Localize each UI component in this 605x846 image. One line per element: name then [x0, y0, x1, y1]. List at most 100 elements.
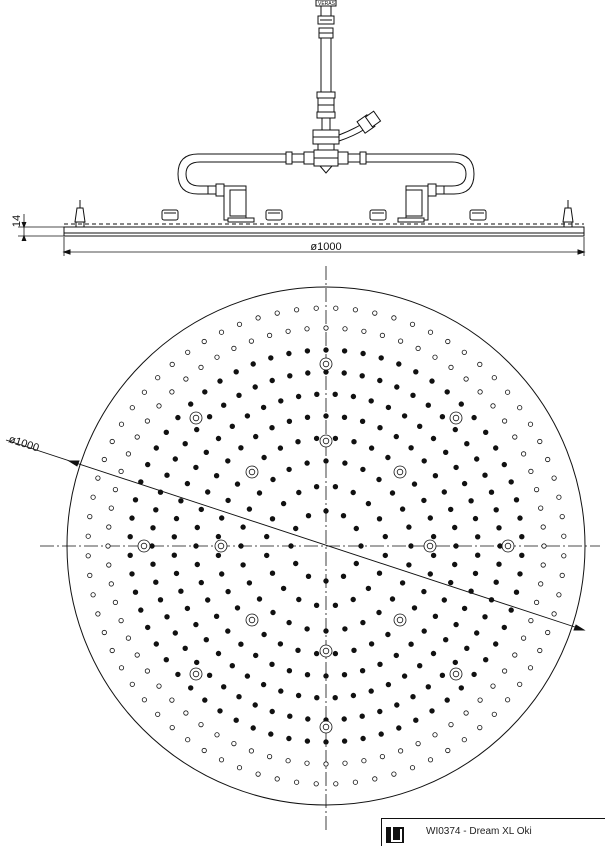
nozzle: [225, 458, 231, 464]
nozzle: [323, 347, 329, 353]
nozzle: [202, 697, 208, 703]
nozzle: [213, 473, 220, 479]
nozzle-open: [379, 753, 385, 760]
nozzle: [268, 731, 274, 737]
nozzle-open: [463, 376, 469, 382]
nozzle: [296, 489, 302, 496]
nozzle: [493, 445, 499, 451]
nozzle-open: [218, 329, 225, 335]
nozzle-open: [90, 494, 96, 500]
nozzle: [332, 484, 339, 490]
nozzle: [187, 401, 194, 407]
nozzle-open: [561, 553, 567, 559]
nozzle-open: [538, 581, 544, 587]
nozzle: [202, 389, 208, 395]
nozzle-open: [432, 354, 438, 360]
nozzle: [252, 652, 259, 659]
nozzle: [441, 597, 447, 603]
nozzle-open: [248, 748, 254, 754]
nozzle: [323, 739, 329, 745]
nozzle-open: [236, 321, 243, 327]
nozzle-open: [125, 451, 131, 457]
nozzle: [244, 413, 251, 419]
nozzle-open: [477, 697, 483, 703]
nozzle: [193, 426, 200, 433]
nozzle: [453, 464, 459, 471]
diameter-dimension: [5, 439, 586, 631]
nozzle: [341, 716, 347, 722]
nozzle-open: [112, 599, 119, 606]
nozzle: [493, 507, 499, 513]
nozzle: [385, 681, 392, 688]
nozzle: [513, 589, 520, 595]
left-connector: [285, 151, 315, 165]
nozzle: [238, 445, 244, 451]
nozzle-open: [108, 581, 114, 587]
nozzle: [439, 672, 446, 678]
tee-valve: [313, 143, 339, 174]
nozzle-open: [551, 611, 557, 617]
nozzle-open: [101, 629, 107, 636]
nozzle-open: [391, 315, 397, 321]
nozzle: [359, 418, 366, 424]
nozzle-open: [415, 740, 421, 747]
nozzle: [287, 713, 293, 719]
nozzle: [417, 663, 423, 669]
nozzle-open: [397, 748, 404, 754]
nozzle: [277, 641, 284, 647]
nozzle-open: [520, 635, 527, 641]
nozzle: [164, 472, 170, 478]
nozzle: [332, 650, 339, 657]
nozzle: [408, 445, 414, 451]
nozzle-open: [559, 572, 565, 579]
nozzle: [393, 433, 399, 440]
nozzle: [304, 672, 311, 678]
nozzle: [341, 738, 348, 744]
nozzle: [359, 713, 365, 719]
nozzle: [453, 621, 459, 628]
nozzle-open: [285, 328, 291, 334]
nozzle-open: [118, 617, 124, 624]
nozzle: [519, 552, 525, 558]
nozzle: [305, 573, 312, 579]
nozzle-open: [372, 310, 378, 316]
nozzle: [313, 435, 320, 442]
nozzle: [368, 688, 374, 694]
left-mount-block: [223, 185, 255, 223]
nozzle-open: [248, 338, 254, 344]
nozzle: [270, 609, 276, 616]
nozzle: [350, 393, 357, 400]
large-nozzle-center: [322, 437, 330, 445]
nozzle: [269, 708, 275, 715]
nozzle: [264, 552, 270, 559]
nozzle: [288, 543, 294, 549]
nozzle: [295, 393, 302, 400]
nozzle: [182, 441, 188, 447]
nozzle-open: [409, 765, 416, 771]
nozzle: [350, 692, 357, 699]
vertical-pipe: [312, 38, 340, 145]
nozzle: [501, 461, 507, 468]
nozzle: [393, 652, 399, 659]
nozzle-open: [427, 757, 434, 763]
nozzle: [482, 614, 488, 620]
right-mount-block: [397, 185, 429, 223]
nozzle: [215, 533, 222, 540]
nozzle: [187, 685, 194, 691]
nozzle-open: [520, 451, 527, 457]
nozzle: [474, 630, 480, 636]
nozzle: [396, 361, 402, 367]
nozzle: [213, 613, 220, 619]
nozzle: [305, 513, 312, 519]
nozzle: [472, 515, 479, 522]
nozzle: [341, 348, 348, 354]
nozzle: [368, 641, 375, 647]
nozzle: [286, 668, 293, 674]
title-block: WI0374 - Dream XL Oki: [381, 818, 605, 846]
nozzle: [448, 579, 454, 586]
nozzle-open: [352, 779, 358, 785]
nozzle: [453, 543, 459, 549]
nozzle: [417, 423, 423, 429]
nozzle: [240, 524, 246, 530]
